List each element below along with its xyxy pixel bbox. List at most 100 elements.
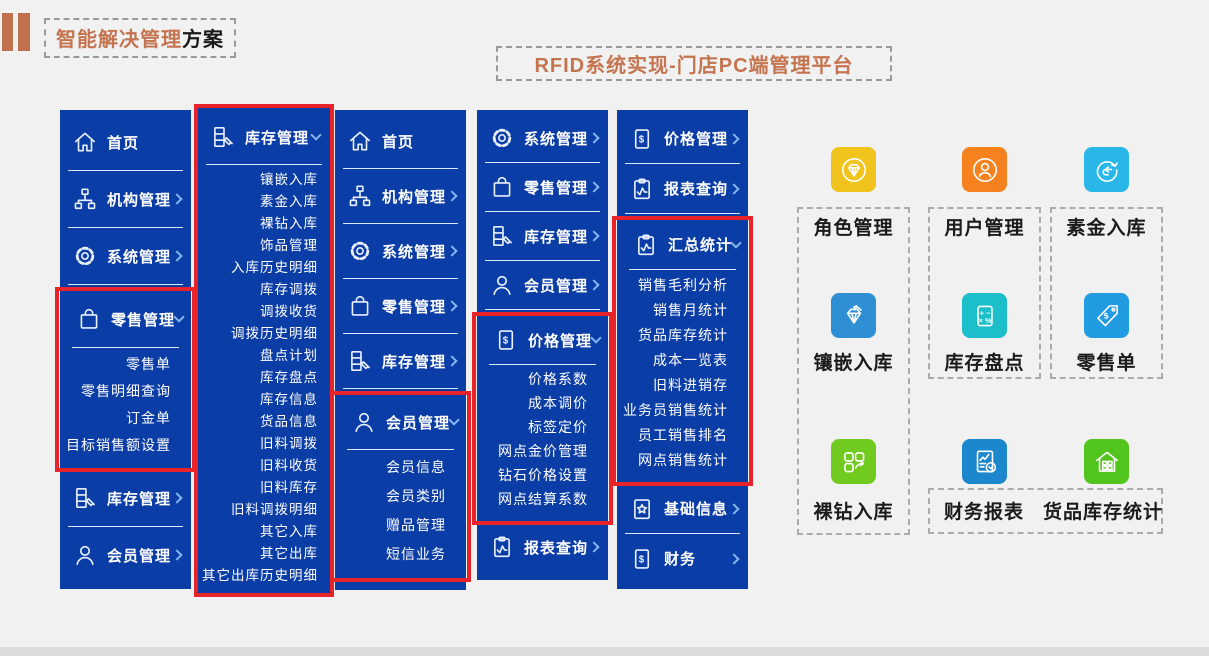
menu-group: 库存管理镶嵌入库素金入库裸钻入库饰品管理入库历史明细库存调拨调拨收货调拨历史明细…: [198, 112, 330, 585]
submenu-item[interactable]: 货品信息: [260, 414, 318, 429]
submenu-item[interactable]: 员工销售排名: [638, 426, 728, 443]
menu-item[interactable]: 会员管理: [477, 263, 608, 307]
submenu-item[interactable]: 其它出库历史明细: [202, 568, 318, 583]
submenu-item[interactable]: 旧料进销存: [653, 376, 728, 393]
submenu-item[interactable]: 钻石价格设置: [498, 467, 588, 483]
menu-item[interactable]: 机构管理: [335, 171, 466, 221]
submenu-item[interactable]: 调拨历史明细: [231, 326, 318, 341]
menu-item[interactable]: 零售管理: [335, 281, 466, 331]
menu-item-label: 首页: [107, 134, 140, 152]
shortcut-dashed-box: [1050, 207, 1163, 379]
circular-arrow-icon[interactable]: [1084, 147, 1129, 192]
submenu-item[interactable]: 订金单: [126, 409, 171, 426]
menu-item[interactable]: 库存管理: [60, 472, 191, 524]
svg-text:$: $: [639, 134, 646, 145]
menu-item-label: 会员管理: [107, 547, 172, 565]
submenu-item[interactable]: 旧料调拨: [260, 436, 318, 451]
submenu-item[interactable]: 旧料库存: [260, 480, 318, 495]
menu-item[interactable]: 库存管理: [477, 214, 608, 258]
menu-item[interactable]: 系统管理: [477, 116, 608, 160]
submenu-item[interactable]: 短信业务: [386, 545, 446, 562]
submenu-item[interactable]: 其它出库: [260, 546, 318, 561]
menu-item[interactable]: $财务: [617, 536, 748, 581]
menu-item-label: 系统管理: [524, 130, 589, 148]
shortcut-label: 货品库存统计: [1042, 502, 1164, 523]
submenu-item[interactable]: 网点结算系数: [498, 491, 588, 507]
calculator-icon[interactable]: + −× %: [962, 293, 1007, 338]
clipboard-chart-icon: [633, 232, 659, 258]
submenu-item[interactable]: 成本一览表: [653, 351, 728, 368]
inlay-diamond-icon[interactable]: [831, 293, 876, 338]
svg-text:$: $: [1103, 310, 1109, 321]
menu-item[interactable]: 库存管理: [335, 336, 466, 386]
submenu-item[interactable]: 目标销售额设置: [66, 436, 171, 453]
submenu-item[interactable]: 销售毛利分析: [638, 276, 728, 293]
submenu-item[interactable]: 销售月统计: [653, 301, 728, 318]
dollar-bill-icon: $: [629, 546, 655, 572]
finance-doc-icon[interactable]: [962, 439, 1007, 484]
submenu-item[interactable]: 其它入库: [260, 524, 318, 539]
submenu-item[interactable]: 会员信息: [386, 458, 446, 475]
user-circle-icon[interactable]: [962, 147, 1007, 192]
submenu-item[interactable]: 库存调拨: [260, 282, 318, 297]
submenu-item[interactable]: 盘点计划: [260, 348, 318, 363]
menu-item[interactable]: 报表查询: [477, 525, 608, 569]
submenu-item[interactable]: 价格系数: [528, 371, 588, 387]
submenu-item[interactable]: 旧料调拨明细: [231, 502, 318, 517]
submenu-item[interactable]: 入库历史明细: [231, 260, 318, 275]
menu-item[interactable]: 会员管理: [339, 397, 462, 447]
menu-separator: [343, 388, 458, 389]
menu-item[interactable]: $价格管理: [617, 116, 748, 161]
submenu-item[interactable]: 饰品管理: [260, 238, 318, 253]
squares-arrow-icon[interactable]: [831, 439, 876, 484]
submenu-item[interactable]: 素金入库: [260, 194, 318, 209]
menu-item[interactable]: 系统管理: [60, 230, 191, 282]
submenu-item[interactable]: 网点销售统计: [638, 451, 728, 468]
submenu-item[interactable]: 网点金价管理: [498, 443, 588, 459]
submenu-item[interactable]: 调拨收货: [260, 304, 318, 319]
menu-item[interactable]: 库存管理: [198, 112, 330, 162]
submenu-item[interactable]: 裸钻入库: [260, 216, 318, 231]
menu-item-label: 系统管理: [382, 243, 447, 261]
menu-item[interactable]: 基础信息: [617, 486, 748, 531]
menu-item[interactable]: 首页: [60, 116, 191, 168]
menu-item[interactable]: $价格管理: [481, 318, 604, 362]
menu-item[interactable]: 机构管理: [60, 173, 191, 225]
submenu-item[interactable]: 库存盘点: [260, 370, 318, 385]
submenu-item[interactable]: 零售单: [126, 355, 171, 372]
role-diamond-icon[interactable]: [831, 147, 876, 192]
clipboard-chart-icon: [629, 176, 655, 202]
highlight-box: 零售管理零售单零售明细查询订金单目标销售额设置: [55, 287, 196, 472]
cabinet-pencil-icon: [72, 485, 98, 511]
submenu-item[interactable]: 镶嵌入库: [260, 172, 318, 187]
menu-item[interactable]: 汇总统计: [621, 222, 744, 267]
chevron-down-icon: [448, 414, 460, 426]
submenu-item[interactable]: 会员类别: [386, 487, 446, 504]
menu-item[interactable]: 零售管理: [477, 165, 608, 209]
shortcut-label: 财务报表: [943, 502, 1025, 523]
menu-separator: [625, 533, 740, 534]
cabinet-pencil-icon: [347, 348, 373, 374]
submenu-item[interactable]: 旧料收货: [260, 458, 318, 473]
menu-item[interactable]: 零售管理: [64, 293, 187, 345]
warehouse-icon[interactable]: [1084, 439, 1129, 484]
submenu-item[interactable]: 标签定价: [528, 419, 588, 435]
menu-separator: [343, 333, 458, 334]
chevron-right-icon: [588, 132, 600, 144]
menu-item[interactable]: 首页: [335, 116, 466, 166]
menu-separator: [485, 162, 600, 163]
submenu-item[interactable]: 库存信息: [260, 392, 318, 407]
submenu-item[interactable]: 成本调价: [528, 395, 588, 411]
menu-item-label: 系统管理: [107, 248, 172, 266]
menu-item[interactable]: 会员管理: [60, 529, 191, 581]
submenu-item[interactable]: 业务员销售统计: [623, 401, 728, 418]
menu-item[interactable]: 报表查询: [617, 166, 748, 211]
price-tag-icon[interactable]: $: [1084, 293, 1129, 338]
page-subtitle: RFID系统实现-门店PC端管理平台: [496, 46, 892, 81]
submenu-item[interactable]: 货品库存统计: [638, 326, 728, 343]
menu-item[interactable]: 系统管理: [335, 226, 466, 276]
submenu-item[interactable]: 零售明细查询: [81, 382, 171, 399]
submenu-item[interactable]: 赠品管理: [386, 516, 446, 533]
accent-bar: [18, 13, 30, 51]
cabinet-pencil-icon: [210, 124, 236, 150]
